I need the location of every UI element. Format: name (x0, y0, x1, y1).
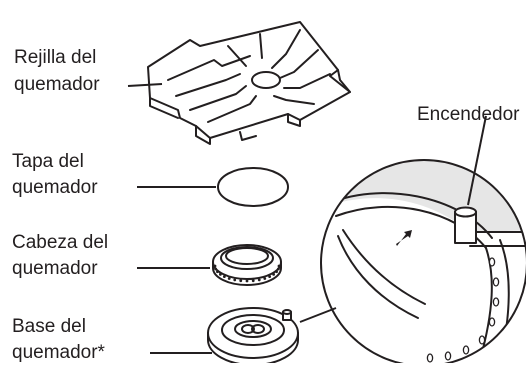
burner-port (445, 352, 450, 360)
burner-head (213, 245, 281, 285)
grate-label-line2: quemador (14, 73, 100, 97)
burner-port (268, 275, 271, 278)
base-label-line2: quemador* (12, 341, 105, 365)
grate-label-line1: Rejilla del (14, 46, 96, 70)
head-label-line2: quemador (12, 257, 98, 281)
base-label-line1: Base del (12, 315, 86, 339)
burner-base (208, 308, 298, 363)
burner-port (493, 298, 498, 306)
magnified-detail (300, 140, 526, 363)
cap-label-line1: Tapa del (12, 150, 84, 174)
burner-port (275, 270, 278, 273)
burner-port (479, 336, 484, 344)
burner-port (427, 354, 432, 362)
burner-cap (218, 168, 288, 206)
magnifier-leader (300, 308, 336, 322)
burner-port (219, 273, 222, 276)
burner-port (493, 278, 498, 286)
igniter-label: Encendedor (417, 103, 519, 127)
head-label-line1: Cabeza del (12, 231, 108, 255)
burner-port (489, 318, 494, 326)
burner-port (463, 346, 468, 354)
burner-port (228, 277, 231, 280)
cap-label-line2: quemador (12, 176, 98, 200)
burner-port (214, 268, 217, 271)
burner-port (223, 275, 226, 278)
burner-port (233, 278, 236, 281)
burner-port (272, 273, 275, 276)
burner-port (246, 280, 249, 283)
burner-port (214, 265, 217, 268)
burner-port (263, 277, 266, 280)
burner-port (216, 270, 219, 273)
burner-port (252, 279, 255, 282)
burner-port (277, 268, 280, 271)
burner-port (489, 258, 494, 266)
burner-port (239, 279, 242, 282)
burner-port (278, 265, 281, 268)
burner-grate (148, 22, 350, 144)
burner-port (258, 278, 261, 281)
